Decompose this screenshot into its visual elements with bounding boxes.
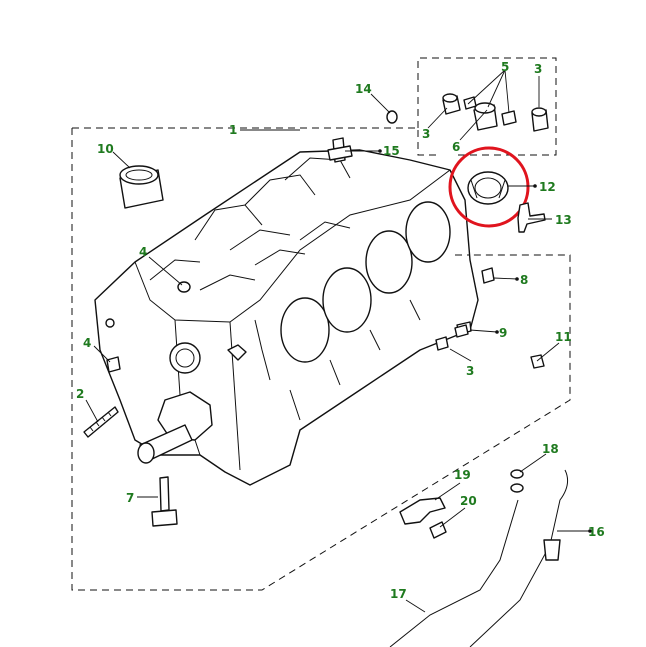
callout-15[interactable]: 15	[383, 144, 400, 158]
part-17-tube	[389, 499, 519, 647]
callout-18[interactable]: 18	[542, 442, 559, 456]
callout-19[interactable]: 19	[454, 468, 471, 482]
part-19-bracket	[399, 497, 446, 525]
callout-3b[interactable]: 3	[466, 364, 474, 378]
assembly-boundary-plugs	[417, 57, 557, 156]
callout-10[interactable]: 10	[97, 142, 114, 156]
cylinder-block	[94, 149, 492, 486]
part-7-bolt	[151, 476, 178, 527]
part-8-plug	[481, 267, 495, 284]
callout-6[interactable]: 6	[452, 140, 460, 154]
callout-8[interactable]: 8	[520, 273, 528, 287]
callout-2[interactable]: 2	[76, 387, 84, 401]
callout-16[interactable]: 16	[588, 525, 605, 539]
callout-5[interactable]: 5	[501, 60, 509, 74]
callout-20[interactable]: 20	[460, 494, 477, 508]
callout-9[interactable]: 9	[499, 326, 507, 340]
callout-4b[interactable]: 4	[83, 336, 91, 350]
part-9-plug	[454, 324, 469, 338]
callout-13[interactable]: 13	[555, 213, 572, 227]
leader-lines	[85, 69, 592, 613]
assembly-boundary-block	[71, 127, 571, 591]
callouts: 1 2 3 3 3 4 4 5 6 7 8 9 10 11 12 13 14 1…	[76, 60, 605, 601]
callout-17[interactable]: 17	[390, 587, 407, 601]
part-13-clip	[517, 202, 546, 233]
callout-4a[interactable]: 4	[139, 245, 147, 259]
callout-11[interactable]: 11	[555, 330, 572, 344]
part-14-plug	[386, 110, 398, 124]
callout-7[interactable]: 7	[126, 491, 134, 505]
part-16-dipstick	[469, 469, 569, 647]
callout-12[interactable]: 12	[539, 180, 556, 194]
part-4-plug-lower	[106, 356, 121, 373]
callout-1[interactable]: 1	[229, 123, 237, 137]
part-10-sleeve	[119, 165, 164, 209]
highlight-circle	[448, 146, 530, 228]
core-plugs	[435, 93, 549, 351]
part-2-stud	[83, 406, 119, 438]
callout-3c[interactable]: 3	[534, 62, 542, 76]
callout-14[interactable]: 14	[355, 82, 372, 96]
callout-3a[interactable]: 3	[422, 127, 430, 141]
part-12-rear-seal	[467, 171, 509, 205]
part-15-fitting	[327, 137, 353, 163]
